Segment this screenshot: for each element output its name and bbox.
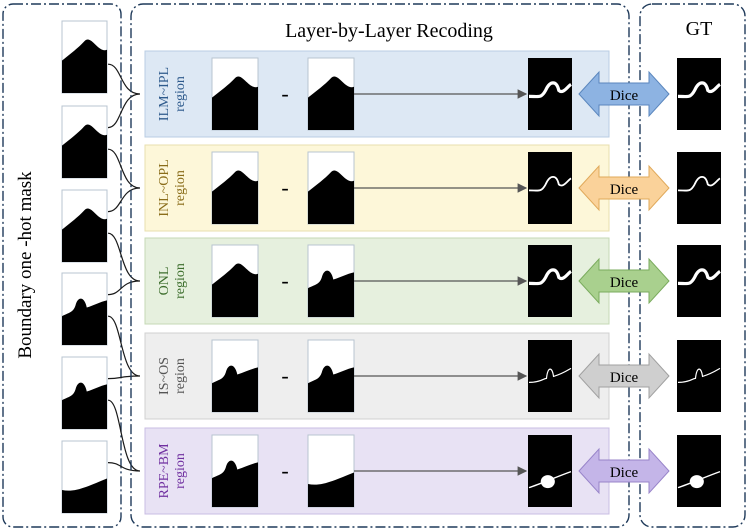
dice-double-arrow (578, 257, 670, 305)
minus-symbol: - (281, 268, 288, 293)
minus-symbol: - (281, 363, 288, 388)
gt-mask-3 (677, 245, 721, 317)
right-panel-title: GT (686, 18, 713, 40)
dice-label: Dice (610, 370, 639, 386)
region-label-line1: ILM~IPL (157, 67, 172, 121)
row-mask-b (307, 151, 355, 225)
left-mask-1 (61, 20, 108, 94)
region-label-line2: region (173, 76, 188, 112)
minus-symbol: - (281, 81, 288, 106)
gt-mask-5 (677, 435, 721, 507)
row-mask-a (211, 57, 259, 131)
left-panel-frame (2, 3, 122, 528)
dice-label: Dice (610, 465, 639, 481)
row-mask-a (211, 339, 259, 413)
dice-double-arrow (578, 70, 670, 118)
left-mask-2 (61, 105, 108, 179)
bracket-4 (107, 315, 141, 380)
left-mask-column (61, 20, 108, 514)
recoded-output (528, 245, 572, 317)
dice-label: Dice (610, 88, 639, 104)
recoded-output (528, 152, 572, 224)
dice-label: Dice (610, 275, 639, 291)
row-mask-a (211, 434, 259, 508)
recoded-output (528, 435, 572, 507)
region-label-line2: region (173, 263, 188, 299)
gt-mask-1 (677, 58, 721, 130)
left-mask-4 (61, 272, 108, 346)
minus-symbol: - (281, 458, 288, 483)
row-mask-a (211, 244, 259, 318)
left-panel-label: Boundary one -hot mask (15, 171, 36, 359)
right-panel-frame (639, 3, 746, 528)
gt-mask-2 (677, 152, 721, 224)
row-mask-b (307, 339, 355, 413)
middle-panel-title: Layer-by-Layer Recoding (285, 20, 493, 42)
dice-double-arrow (578, 164, 670, 212)
row-mask-b (307, 244, 355, 318)
dice-double-arrow (578, 352, 670, 400)
region-label-line1: IS~OS (157, 357, 172, 395)
bracket-1 (107, 63, 141, 129)
row-mask-b (307, 434, 355, 508)
left-mask-5 (61, 356, 108, 430)
recoded-output (528, 340, 572, 412)
left-mask-3 (61, 189, 108, 263)
region-label-line2: region (173, 170, 188, 206)
gt-mask-4 (677, 340, 721, 412)
mask-brackets (107, 63, 141, 472)
region-label-line1: INL~OPL (157, 159, 172, 216)
recoded-output (528, 58, 572, 130)
row-mask-a (211, 151, 259, 225)
dice-label: Dice (610, 182, 639, 198)
bracket-3 (107, 232, 141, 296)
row-mask-b (307, 57, 355, 131)
bracket-2 (107, 148, 141, 213)
region-label-line2: region (173, 358, 188, 394)
middle-panel-frame (130, 3, 630, 528)
region-label-line2: region (173, 453, 188, 489)
minus-symbol: - (281, 175, 288, 200)
region-label-line1: ONL (157, 267, 172, 296)
gt-column (677, 58, 721, 507)
region-label-line1: RPE~BM (157, 443, 172, 499)
dice-double-arrow (578, 447, 670, 495)
bracket-5 (107, 399, 141, 472)
left-mask-6 (61, 440, 108, 514)
